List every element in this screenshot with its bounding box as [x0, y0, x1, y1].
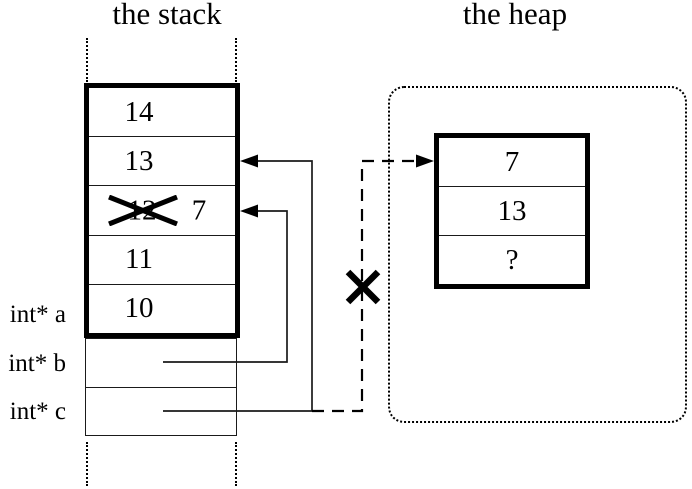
heap-cell: 7	[439, 138, 585, 187]
pointer-label-a: int* a	[9, 301, 66, 328]
stack-cell-value: 13	[124, 144, 154, 177]
pointer-label-c: int* c	[9, 398, 66, 425]
heap-cell: 13	[439, 187, 585, 236]
heap-title: the heap	[462, 0, 568, 31]
stack-cell: 10	[89, 285, 235, 333]
pointer-label-b: int* b	[8, 350, 66, 377]
stack-cell: 11	[89, 236, 235, 285]
cross-out-icon	[108, 195, 178, 227]
pointer-cell-b	[86, 339, 236, 388]
stack-extent-dotted-line	[86, 38, 88, 82]
arrowhead-left-icon	[240, 204, 258, 218]
stack-extent-dotted-line	[235, 442, 237, 486]
stack-cell-value: 14	[124, 95, 154, 128]
stack-cell-value: 10	[124, 292, 154, 325]
stack-cell-crossed: 12 7	[89, 186, 235, 236]
stack-cell-new-value: 7	[191, 194, 207, 226]
arrowhead-left-icon	[240, 154, 258, 168]
stack-cell-value: 11	[125, 243, 153, 276]
stack-cell: 13	[89, 137, 235, 187]
stack-title: the stack	[112, 0, 222, 31]
heap-cell: ?	[505, 243, 519, 276]
stack-frame-box: 14 13 12 7 11 10	[84, 83, 240, 338]
stack-cell: 14	[89, 88, 235, 138]
pointer-cell-c	[86, 388, 236, 435]
stack-extent-dotted-line	[235, 38, 237, 82]
deleted-pointer-x-icon	[345, 269, 381, 305]
stack-extent-dotted-line	[86, 442, 88, 486]
heap-block-box: 7 13 ?	[434, 133, 590, 289]
pointer-variable-cells	[85, 338, 237, 436]
